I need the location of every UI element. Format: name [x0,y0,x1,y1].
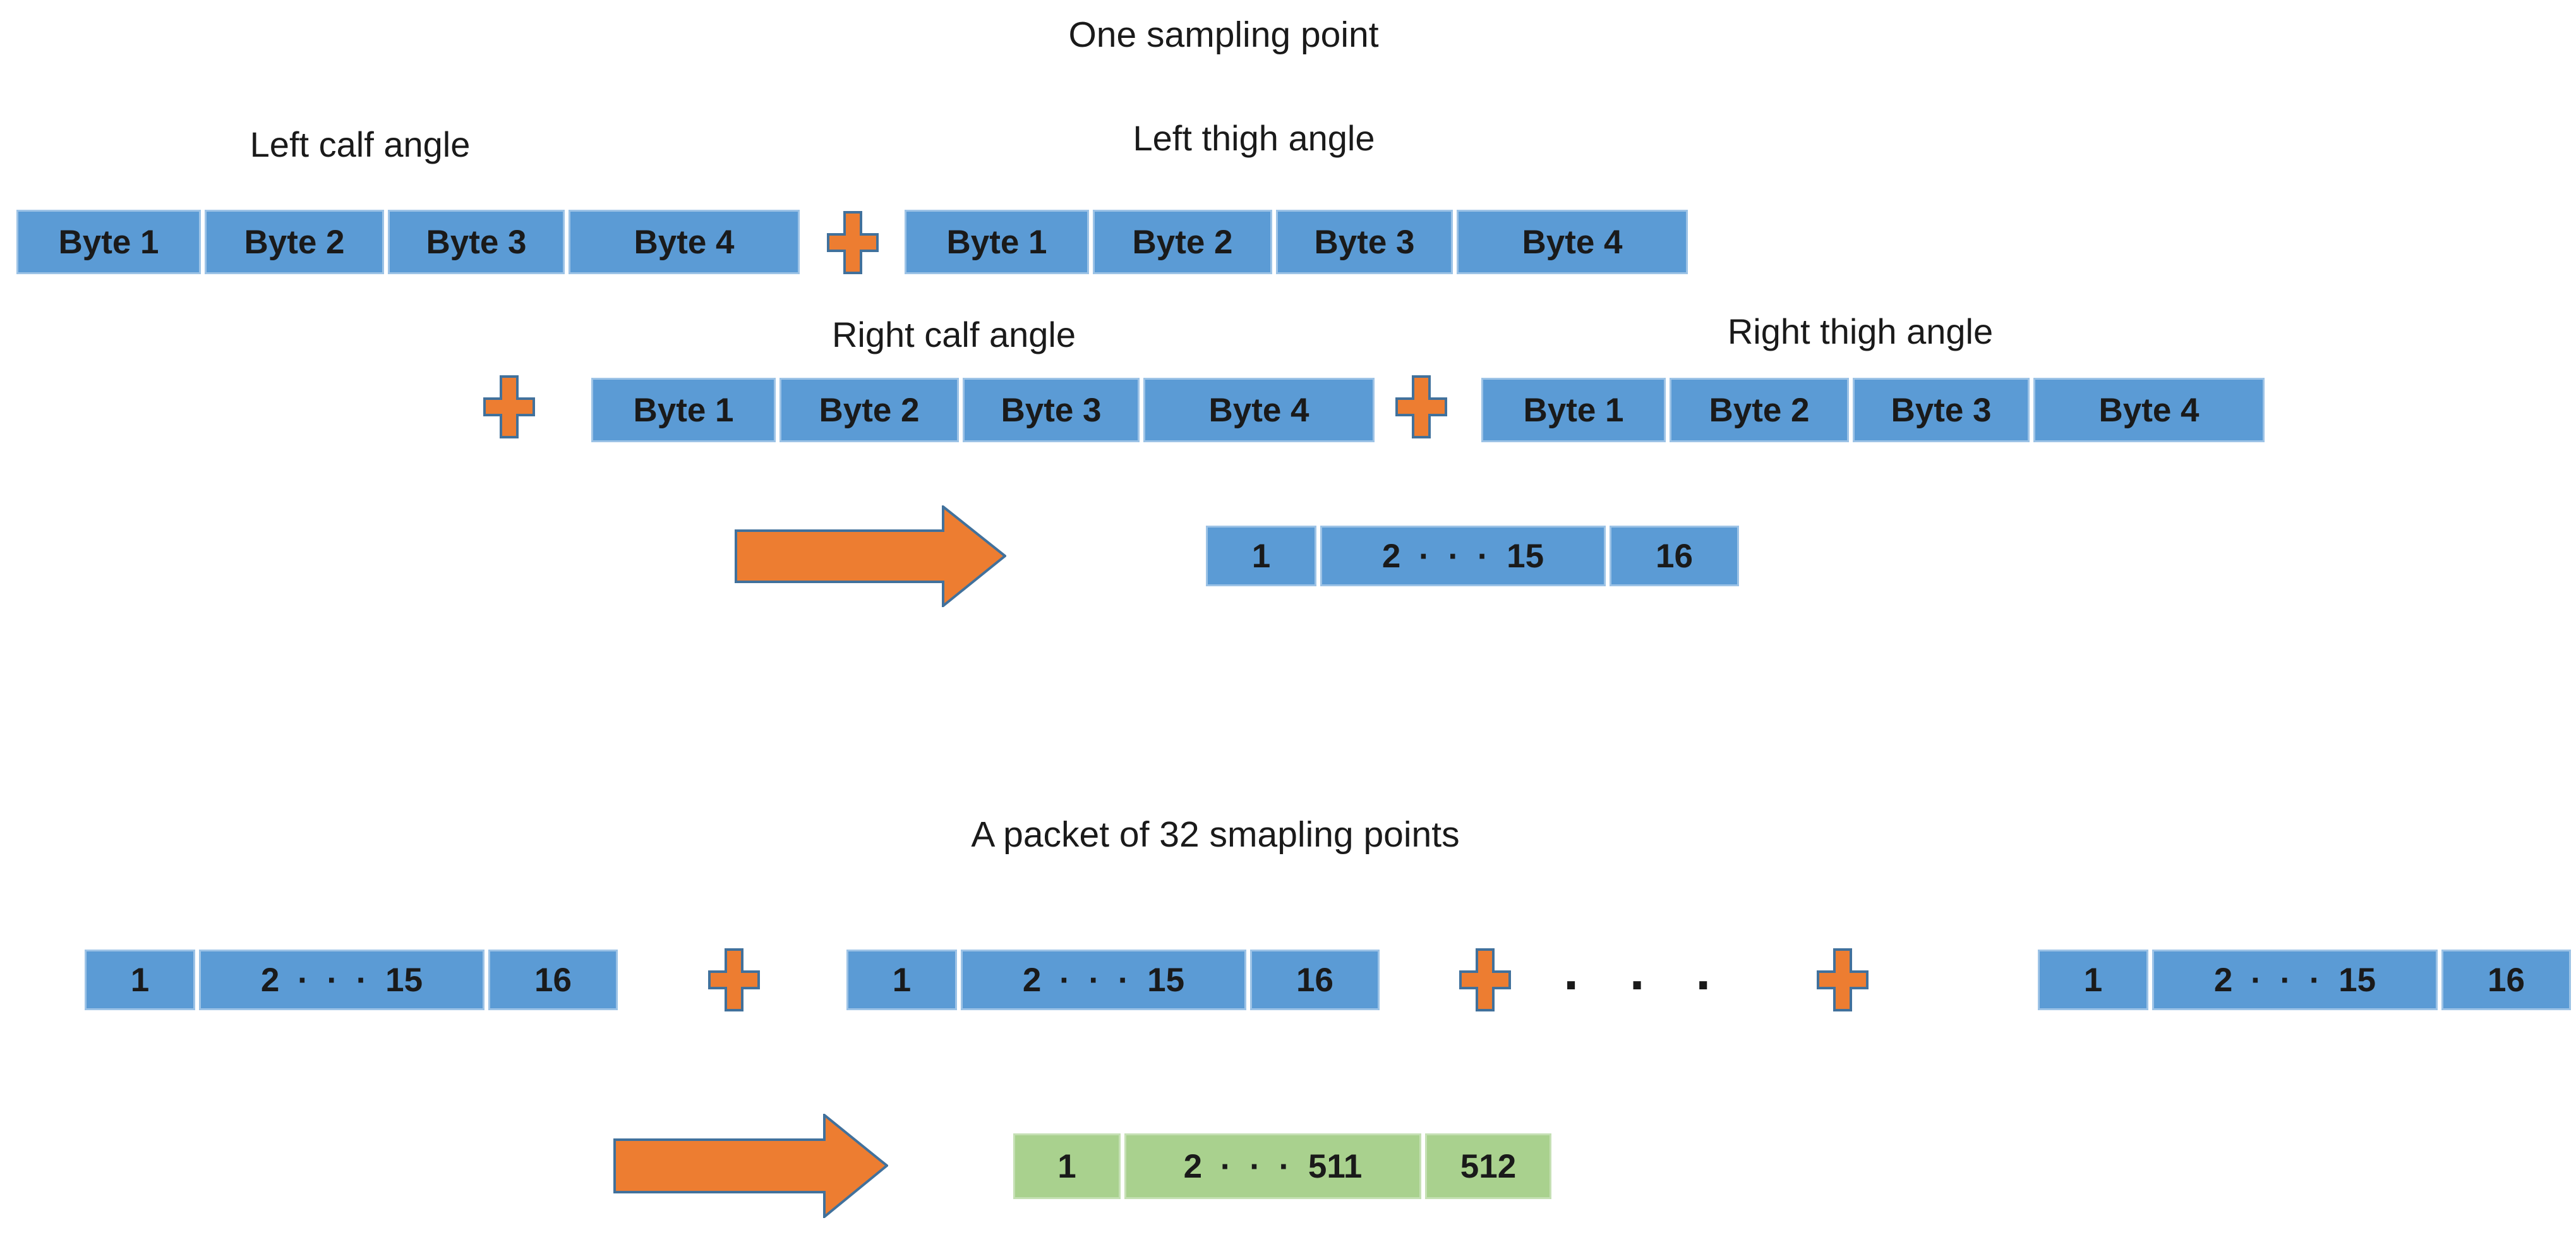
byte-cell: Byte 2 [779,378,959,442]
label-left-calf-angle: Left calf angle [250,124,471,164]
packet-byte-index-cell: 512 [1425,1133,1551,1199]
packet-block: 1 2 · · · 511 512 [1013,1133,1551,1199]
plus-icon [483,375,535,438]
byte-cell: Byte 3 [1853,378,2030,442]
plus-icon [708,948,760,1011]
sampling-point-block: 1 2 · · · 15 16 [85,950,618,1010]
byte-group-left-calf: Byte 1 Byte 2 Byte 3 Byte 4 [16,210,800,274]
arrow-right-icon [613,1114,888,1218]
byte-group-right-calf: Byte 1 Byte 2 Byte 3 Byte 4 [591,378,1375,442]
byte-cell: Byte 3 [388,210,565,274]
sampling-point-block: 1 2 · · · 15 16 [2038,950,2571,1010]
byte-index-cell: 2 · · · 15 [1320,526,1606,586]
byte-group-left-thigh: Byte 1 Byte 2 Byte 3 Byte 4 [905,210,1688,274]
byte-cell: Byte 4 [569,210,800,274]
byte-cell: Byte 2 [1670,378,1849,442]
label-right-calf-angle: Right calf angle [831,315,1076,354]
label-left-thigh-angle: Left thigh angle [1133,118,1375,158]
byte-cell: Byte 1 [905,210,1089,274]
packet-byte-index-cell: 2 · · · 511 [1124,1133,1421,1199]
byte-index-cell: 2 · · · 15 [961,950,1246,1010]
byte-index-cell: 1 [846,950,957,1010]
byte-cell: Byte 1 [16,210,201,274]
sampling-point-block: 1 2 · · · 15 16 [846,950,1380,1010]
ellipsis-dots: · · · [1563,955,1714,1016]
plus-icon [1395,375,1447,438]
packet-byte-index-cell: 1 [1013,1133,1121,1199]
byte-index-cell: 1 [2038,950,2148,1010]
section-one-title: One sampling point [1068,15,1379,55]
byte-cell: Byte 4 [1143,378,1375,442]
byte-index-cell: 16 [1250,950,1380,1010]
byte-index-cell: 1 [85,950,195,1010]
byte-cell: Byte 4 [2033,378,2265,442]
byte-cell: Byte 1 [1481,378,1666,442]
byte-index-cell: 16 [2441,950,2571,1010]
byte-cell: Byte 3 [963,378,1140,442]
plus-icon [827,211,879,274]
byte-index-cell: 16 [488,950,618,1010]
byte-index-cell: 16 [1610,526,1739,586]
byte-cell: Byte 2 [1093,210,1272,274]
section-two-title: A packet of 32 smapling points [971,814,1460,855]
byte-index-cell: 2 · · · 15 [199,950,485,1010]
byte-cell: Byte 2 [205,210,384,274]
byte-cell: Byte 4 [1457,210,1688,274]
byte-index-cell: 1 [1206,526,1316,586]
plus-icon [1459,948,1511,1011]
sampling-point-block: 1 2 · · · 15 16 [1206,526,1739,586]
byte-index-cell: 2 · · · 15 [2152,950,2438,1010]
byte-group-right-thigh: Byte 1 Byte 2 Byte 3 Byte 4 [1481,378,2265,442]
byte-cell: Byte 1 [591,378,776,442]
byte-cell: Byte 3 [1276,210,1453,274]
label-right-thigh-angle: Right thigh angle [1727,311,1994,351]
plus-icon [1817,948,1869,1011]
arrow-right-icon [735,505,1006,607]
